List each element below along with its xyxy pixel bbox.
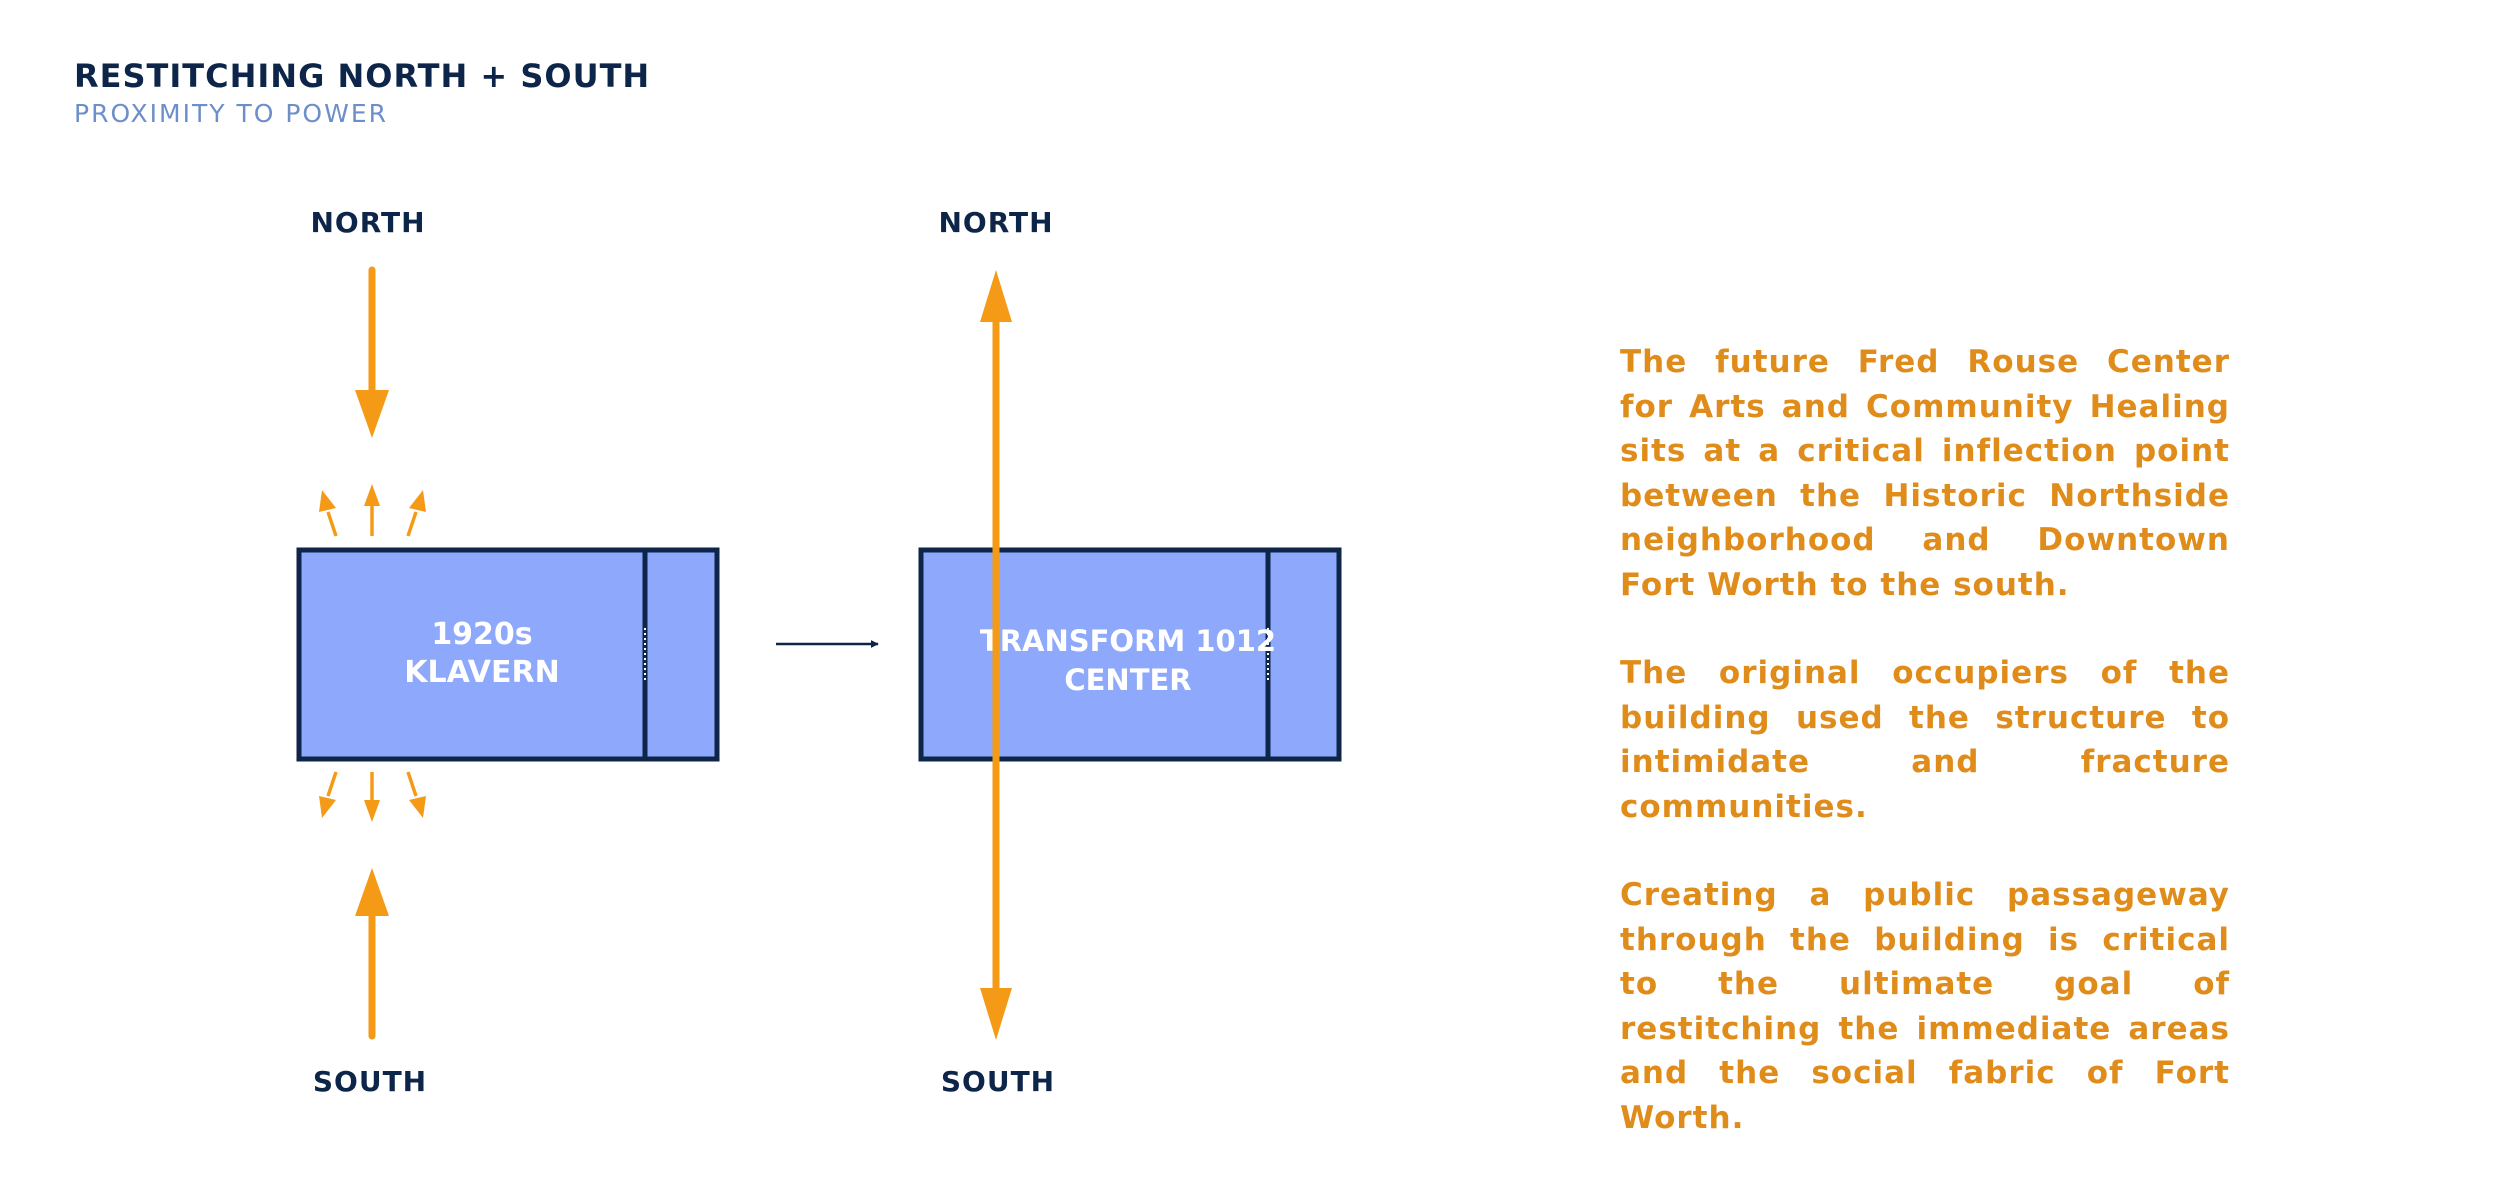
after-diagram: NORTH TRANSFORM 1012 CENTER SOUTH bbox=[918, 206, 1342, 1098]
passageway-arrow bbox=[980, 270, 1012, 1040]
transform-label-line1: TRANSFORM 1012 bbox=[980, 624, 1276, 658]
before-south-label: SOUTH bbox=[313, 1065, 427, 1098]
description-panel: The future Fred Rouse Center for Arts an… bbox=[1620, 340, 2230, 1184]
before-bottom-deflected-arrows bbox=[319, 771, 426, 822]
before-south-arrow bbox=[355, 868, 389, 1040]
before-north-arrow bbox=[355, 266, 389, 438]
description-paragraph-1: The future Fred Rouse Center for Arts an… bbox=[1620, 344, 2230, 603]
page-title: RESTITCHING NORTH + SOUTH bbox=[74, 57, 651, 95]
page-header: RESTITCHING NORTH + SOUTH PROXIMITY TO P… bbox=[74, 56, 650, 130]
description-paragraph-3: Creating a public passageway through the… bbox=[1620, 877, 2230, 1136]
transform-center-building: TRANSFORM 1012 CENTER bbox=[918, 547, 1342, 762]
before-top-deflected-arrows bbox=[319, 484, 426, 537]
description-paragraph-2: The original occupiers of the building u… bbox=[1620, 655, 2230, 825]
before-north-label: NORTH bbox=[310, 206, 425, 239]
page-subtitle: PROXIMITY TO POWER bbox=[74, 99, 388, 128]
after-south-label: SOUTH bbox=[941, 1065, 1055, 1098]
north-south-diagram: NORTH 1920s KLAVERN bbox=[296, 206, 1342, 1098]
transform-label-line2: CENTER bbox=[1064, 663, 1191, 697]
klavern-label-line2: KLAVERN bbox=[404, 655, 559, 690]
klavern-label-line1: 1920s bbox=[431, 617, 532, 652]
klavern-building: 1920s KLAVERN bbox=[296, 547, 720, 762]
after-north-label: NORTH bbox=[938, 206, 1053, 239]
before-diagram: NORTH 1920s KLAVERN bbox=[296, 206, 720, 1098]
